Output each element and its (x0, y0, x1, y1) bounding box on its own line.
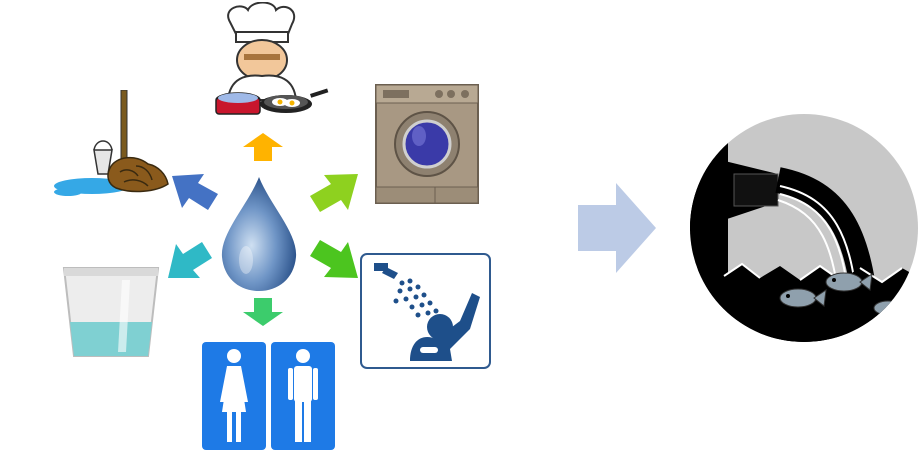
mop-bucket-icon (50, 90, 172, 200)
right-arrow-icon (578, 183, 656, 273)
restroom-icon (202, 342, 335, 450)
arrow-down-right-icon (306, 240, 358, 282)
arrow-down-left-icon (168, 242, 216, 284)
washing-machine-icon (375, 84, 479, 204)
water-glass-icon (62, 266, 160, 358)
arrow-up-right-icon (306, 170, 358, 212)
arrow-up-left-icon (172, 170, 220, 212)
shower-icon (360, 253, 491, 369)
arrow-up-icon (243, 133, 283, 161)
chef-cooking-icon (208, 2, 330, 122)
water-drop-icon (218, 175, 300, 293)
wastewater-discharge-icon (688, 112, 920, 344)
arrow-down-icon (243, 298, 283, 326)
